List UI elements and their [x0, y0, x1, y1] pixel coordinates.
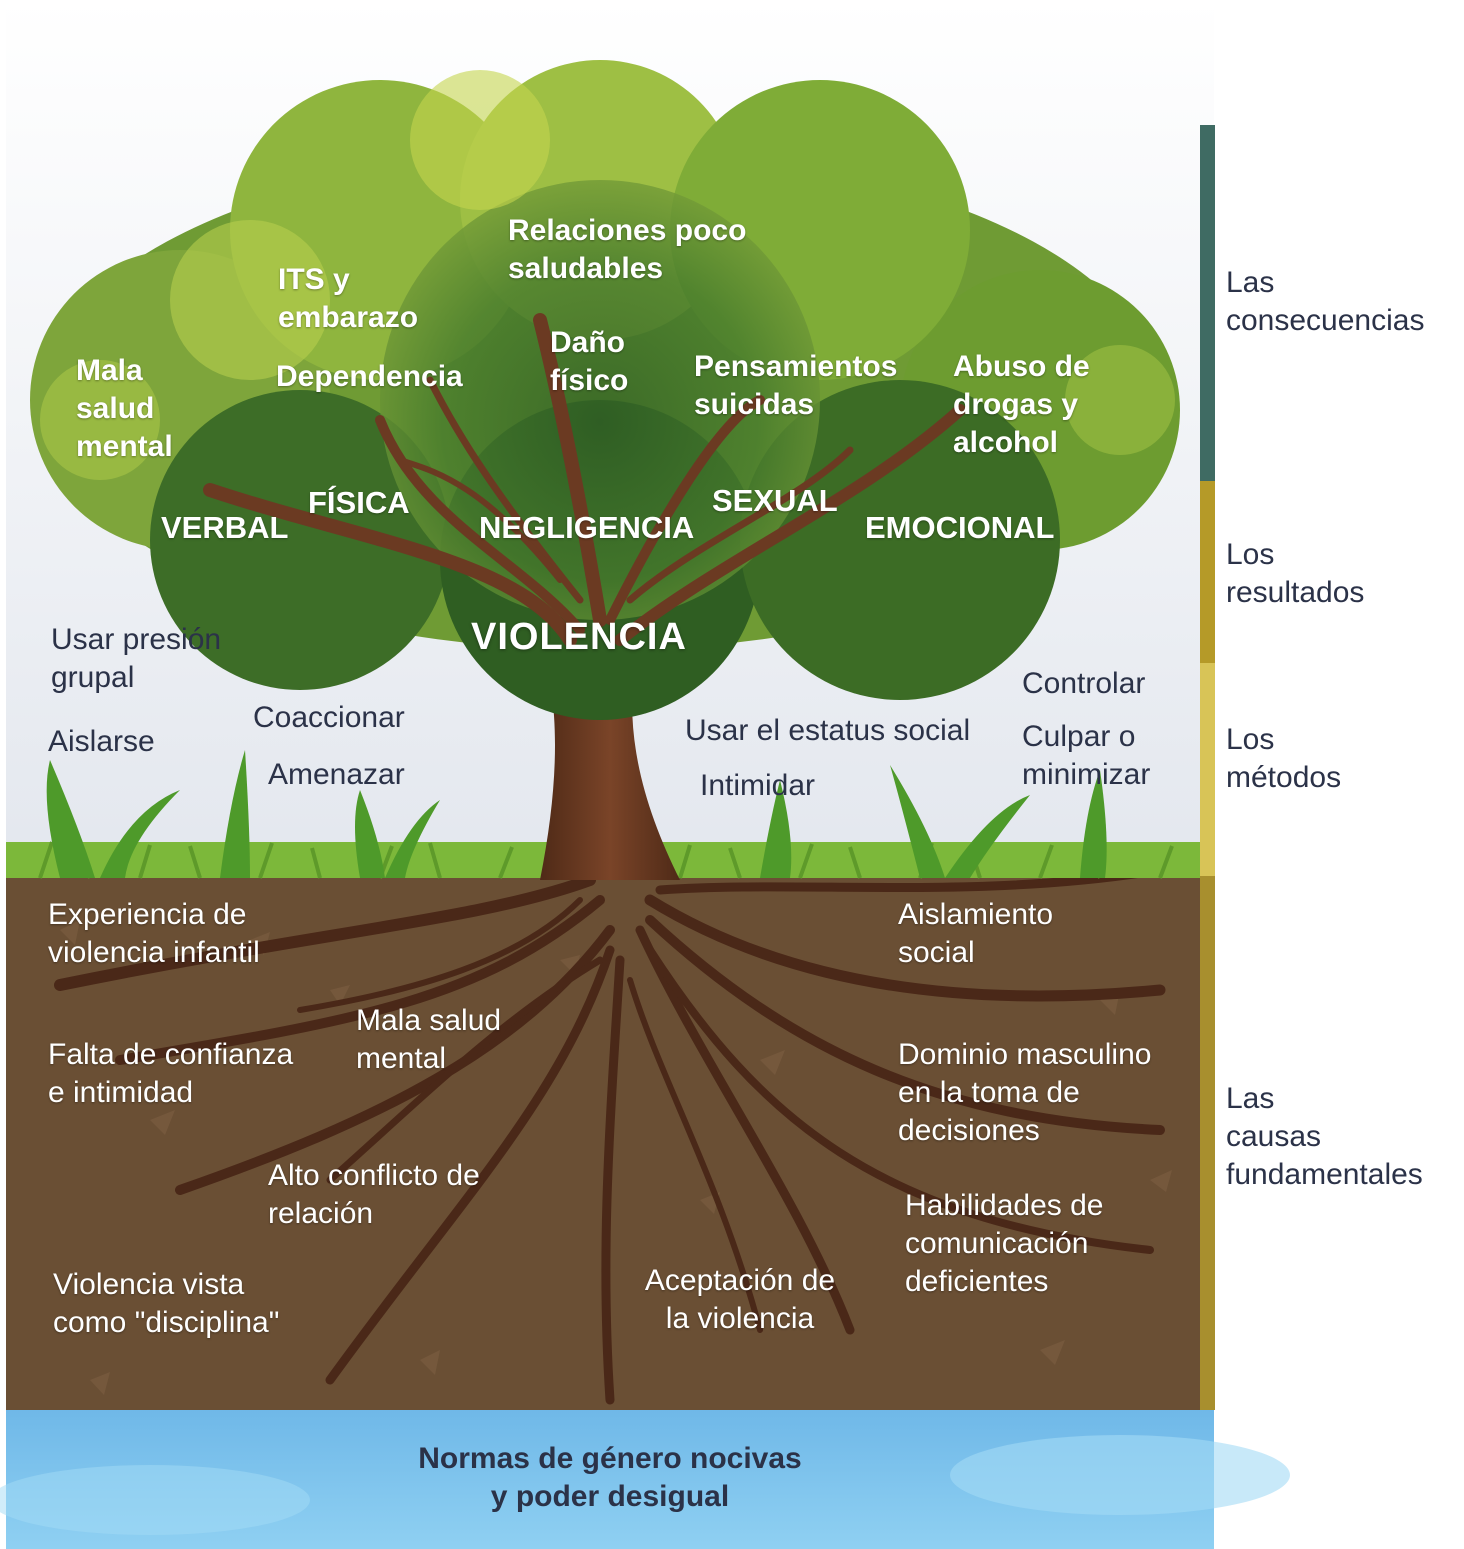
roots	[54, 865, 1166, 1405]
label-relaciones: Relaciones poco saludables	[508, 214, 747, 285]
label-normas: Normas de género nocivas y poder desigua…	[418, 1442, 802, 1513]
branches	[203, 313, 966, 647]
label-sexual: SEXUAL	[712, 483, 838, 518]
bar-metodos	[1200, 663, 1215, 876]
sidebar-resultados: Los resultados	[1226, 538, 1365, 609]
label-negligencia: NEGLIGENCIA	[479, 510, 695, 545]
bar-resultados	[1200, 481, 1215, 663]
label-its-embarazo: ITS y embarazo	[278, 263, 419, 334]
label-dominio: Dominio masculino en la toma de decision…	[898, 1038, 1152, 1147]
bar-consecuencias	[1200, 125, 1215, 481]
bar-causas	[1200, 876, 1215, 1410]
sidebar-causas: Las causas fundamentales	[1226, 1082, 1423, 1191]
label-disciplina: Violencia vista como "disciplina"	[53, 1268, 280, 1339]
label-mala-salud-mental-top: Mala salud mental	[76, 354, 173, 463]
label-experiencia: Experiencia de violencia infantil	[48, 898, 260, 969]
label-habilidades: Habilidades de comunicación deficientes	[905, 1189, 1104, 1298]
label-intimidar: Intimidar	[700, 769, 816, 802]
label-presion: Usar presión grupal	[51, 623, 222, 694]
label-fisica: FÍSICA	[308, 485, 410, 520]
sidebar-metodos: Los métodos	[1226, 723, 1342, 794]
label-conflicto: Alto conflicto de relación	[268, 1159, 480, 1230]
canopy	[30, 60, 1180, 720]
label-violencia: VIOLENCIA	[471, 616, 687, 658]
label-amenazar: Amenazar	[268, 758, 405, 791]
label-aislarse: Aislarse	[48, 725, 155, 758]
label-falta: Falta de confianza e intimidad	[48, 1038, 294, 1109]
label-mala-salud-root: Mala salud mental	[356, 1004, 502, 1075]
label-dano-fisico: Daño físico	[550, 326, 629, 397]
label-dependencia: Dependencia	[276, 360, 463, 393]
label-estatus: Usar el estatus social	[685, 714, 971, 747]
label-coaccionar: Coaccionar	[253, 701, 405, 734]
label-pensamientos: Pensamientos suicidas	[694, 350, 898, 421]
label-culpar: Culpar o minimizar	[1022, 720, 1151, 791]
label-emocional: EMOCIONAL	[865, 510, 1055, 545]
label-verbal: VERBAL	[161, 510, 289, 545]
label-aislamiento: Aislamiento social	[898, 898, 1054, 969]
label-abuso: Abuso de drogas y alcohol	[953, 350, 1090, 459]
sidebar-consecuencias: Las consecuencias	[1226, 266, 1425, 337]
label-aceptacion: Aceptación de la violencia	[644, 1264, 836, 1335]
label-controlar: Controlar	[1022, 667, 1146, 700]
